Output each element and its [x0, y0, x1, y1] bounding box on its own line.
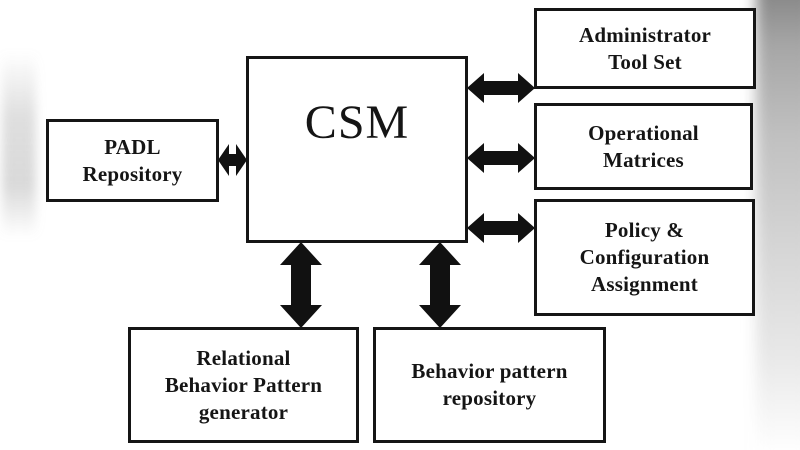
node-administrator-tool-set: Administrator Tool Set	[534, 8, 756, 89]
background-shade-left	[2, 52, 36, 237]
node-behavior-pattern-repository: Behavior pattern repository	[373, 327, 606, 443]
node-policy-configuration-assignment: Policy & Configuration Assignment	[534, 199, 755, 316]
node-behavior-repo-line-2: repository	[442, 386, 537, 410]
node-relational-line-3: generator	[198, 399, 289, 424]
double-arrow-csm-policy-icon	[467, 213, 535, 243]
node-operational-line-1: Operational	[588, 120, 699, 145]
node-policy-line-3: Assignment	[590, 272, 698, 296]
double-arrow-csm-operational-icon	[467, 143, 535, 173]
node-csm: CSM	[246, 56, 468, 243]
node-relational-behavior-pattern-generator: Relational Behavior Pattern generator	[128, 327, 359, 443]
node-relational-line-2: Behavior Pattern	[164, 372, 323, 397]
double-arrow-csm-admin-icon	[467, 73, 535, 103]
node-behavior-repo-line-1: Behavior pattern	[411, 359, 568, 383]
node-csm-label: CSM	[304, 96, 410, 149]
double-arrow-csm-relational-icon	[280, 242, 322, 328]
node-padl-line-1: PADL	[104, 134, 161, 159]
node-padl-repository: PADL Repository	[46, 119, 219, 202]
node-policy-line-1: Policy &	[604, 218, 685, 242]
background-shade-right	[756, 0, 800, 450]
node-operational-line-2: Matrices	[603, 147, 684, 172]
node-padl-line-2: Repository	[82, 161, 183, 186]
node-relational-line-1: Relational	[196, 345, 291, 370]
node-operational-matrices: Operational Matrices	[534, 103, 753, 190]
double-arrow-padl-csm-icon	[218, 144, 247, 176]
node-policy-line-2: Configuration	[579, 245, 710, 269]
node-admin-line-2: Tool Set	[608, 49, 682, 74]
double-arrow-csm-behavior-repo-icon	[419, 242, 461, 328]
node-admin-line-1: Administrator	[578, 22, 712, 47]
